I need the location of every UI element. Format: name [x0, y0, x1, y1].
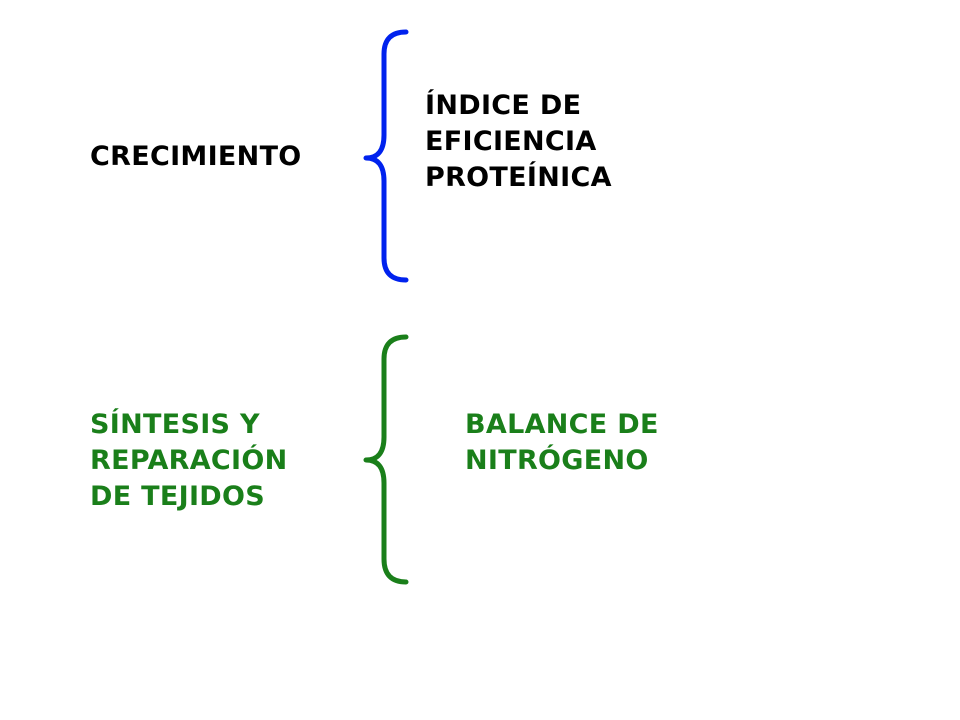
tissue-synthesis-repair-term: SÍNTESIS Y REPARACIÓN DE TEJIDOS: [90, 409, 288, 512]
curly-brace-growth: [363, 29, 409, 283]
curly-brace-synthesis: [363, 334, 409, 585]
nitrogen-balance-term: BALANCE DE NITRÓGENO: [465, 409, 659, 476]
protein-efficiency-index-term: ÍNDICE DE EFICIENCIA PROTEÍNICA: [425, 90, 612, 193]
growth-term: CRECIMIENTO: [90, 141, 302, 172]
